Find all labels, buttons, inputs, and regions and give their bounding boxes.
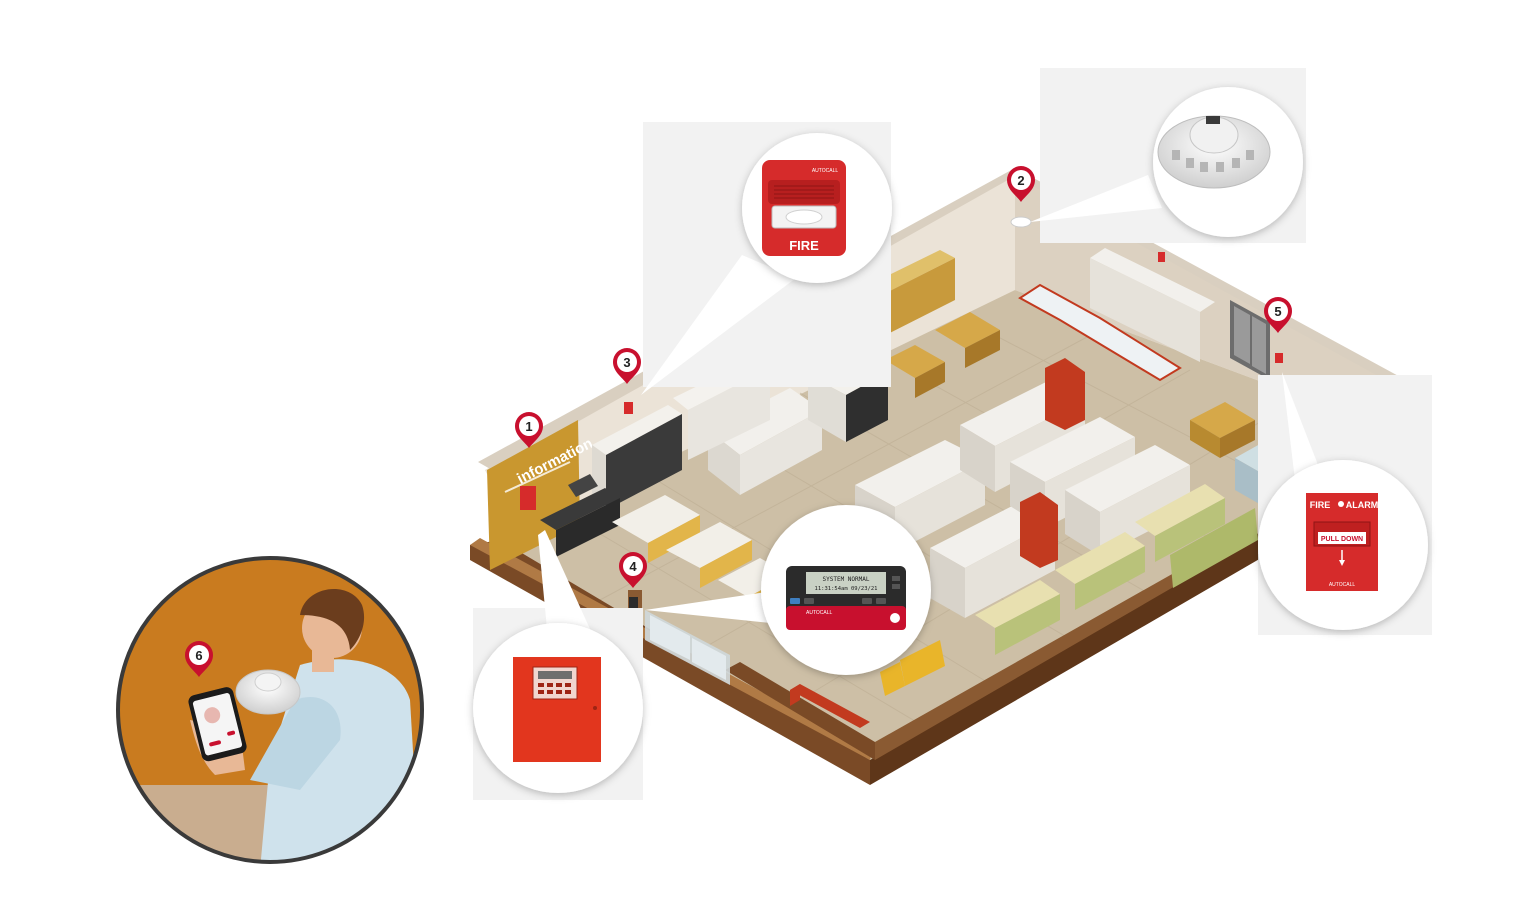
produce-stands [975, 484, 1258, 655]
yellow-items [880, 640, 945, 696]
wall-control-panel [520, 486, 536, 510]
keypad-brand: AUTOCALL [806, 610, 833, 616]
keypad-status-line: SYSTEM NORMAL [823, 576, 870, 583]
pointer-pull-station [1282, 372, 1320, 480]
wall-device-extra [1158, 252, 1165, 262]
side-doors [1230, 300, 1270, 380]
marker-6-number: 6 [195, 648, 202, 663]
red-endcaps [790, 358, 1085, 728]
marker-3-number: 3 [623, 355, 630, 370]
person-hair [300, 588, 365, 650]
callout-smoke-detector [1153, 87, 1303, 237]
front-wall-low [725, 662, 875, 760]
callout-mobile-scene [116, 556, 424, 864]
keypad-time-line: 11:31:54am 09/23/21 [815, 586, 878, 592]
callout-keypad: SYSTEM NORMAL 11:31:54am 09/23/21 AUTOCA… [761, 505, 931, 675]
ceiling-detector-device [1010, 216, 1032, 228]
horn-strobe-brand: AUTOCALL [812, 168, 839, 174]
person-arm [250, 696, 341, 790]
horn-strobe-wall-device [624, 402, 633, 414]
marker-3[interactable]: 3 [613, 348, 641, 384]
pull-down-handle [1318, 532, 1366, 544]
pull-station-wall-device [1275, 353, 1283, 363]
front-wall-low-right [875, 530, 1258, 760]
smartphone-icon [188, 687, 247, 762]
shelving-units [673, 248, 1215, 618]
pointer-smoke-detector [1030, 175, 1162, 222]
marker-4[interactable]: 4 [619, 552, 647, 588]
marker-5[interactable]: 5 [1264, 297, 1292, 333]
pull-station-title-left: FIRE [1310, 500, 1331, 510]
marker-6[interactable]: 6 [185, 641, 213, 677]
marker-4-number: 4 [629, 559, 637, 574]
keypad-lcd [806, 572, 886, 594]
pointer-keypad [645, 590, 790, 625]
checkout-counters [540, 474, 790, 614]
marker-1-number: 1 [525, 419, 532, 434]
pull-station-brand: AUTOCALL [1329, 582, 1356, 588]
held-smoke-detector [235, 669, 301, 715]
floor [500, 290, 1418, 760]
marker-2-number: 2 [1017, 173, 1024, 188]
callout-horn-strobe: FIRE AUTOCALL [742, 133, 892, 283]
horn-strobe-label: FIRE [789, 238, 819, 253]
marker-5-number: 5 [1274, 304, 1281, 319]
callout-control-panel [473, 623, 643, 793]
callout-pull-station: FIRE ALARM PULL DOWN AUTOCALL [1258, 460, 1428, 630]
pointer-horn-strobe [641, 255, 796, 395]
marker-2[interactable]: 2 [1007, 166, 1035, 202]
marker-1[interactable]: 1 [515, 412, 543, 448]
keypad-wall-device [629, 597, 638, 609]
pull-station-action: PULL DOWN [1321, 536, 1363, 543]
pull-station-title-right: ALARM [1346, 500, 1379, 510]
